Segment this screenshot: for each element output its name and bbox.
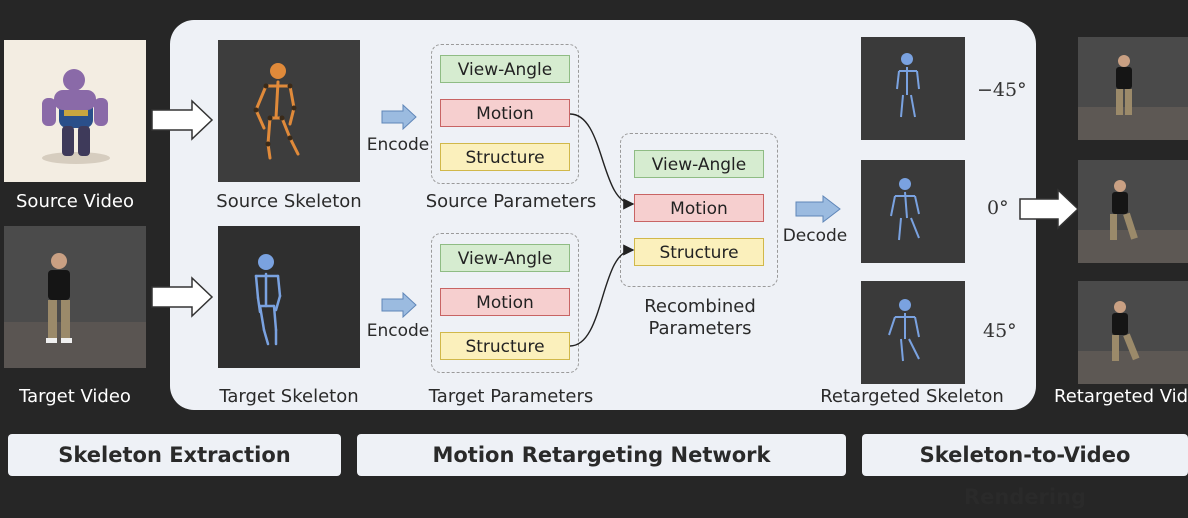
source-parameters-label: Source Parameters [425,191,597,212]
source-parameters-group: View-Angle Motion Structure [431,44,579,184]
structure-connector [569,244,635,347]
source-skeleton-image [218,40,360,182]
recombined-parameters-group: View-Angle Motion Structure [620,133,778,287]
recombined-motion-param: Motion [634,194,764,222]
retargeted-skeleton-figure-3 [888,299,920,362]
target-parameters-label: Target Parameters [428,386,594,407]
target-video-label: Target Video [19,386,131,407]
motion-connector [569,113,635,210]
target-skeleton-image [218,226,360,368]
retargeted-video-label: Retargeted Video [1054,386,1188,407]
source-skeleton-label: Source Skeleton [216,191,362,212]
retargeted-video-frame-2 [1078,160,1188,263]
target-person-image [4,226,146,368]
retargeted-skeleton-figure-2 [890,178,920,241]
target-view-angle-param: View-Angle [440,244,570,272]
retargeted-skeleton-label: Retargeted Skeleton [820,386,1004,407]
source-video-thumbnail [4,40,146,182]
target-parameters-group: View-Angle Motion Structure [431,233,579,373]
target-video-thumbnail [4,226,146,368]
encode-label-bottom: Encode [366,321,430,341]
retargeted-person-image-3 [1078,301,1188,384]
angle-label-45: 45° [983,320,1017,342]
angle-label-0: 0° [987,197,1009,219]
source-view-angle-param: View-Angle [440,55,570,83]
source-video-label: Source Video [16,191,134,212]
encode-arrow-top-icon [381,104,417,130]
target-structure-param: Structure [440,332,570,360]
encode-arrow-bottom-icon [381,292,417,318]
retargeted-video-frame-3 [1078,281,1188,384]
stage-motion-retargeting-network: Motion Retargeting Network [357,434,846,476]
recombined-parameters-label-line1: Recombined [644,296,756,317]
decode-label: Decode [782,226,848,246]
retargeted-skeleton-45 [861,281,965,384]
source-character-image [42,69,110,164]
retargeted-person-image-2 [1078,180,1188,263]
stage-skeleton-to-video-rendering: Skeleton-to-Video Rendering [862,434,1188,509]
source-to-skeleton-arrow-icon [151,99,214,141]
recombined-view-angle-param: View-Angle [634,150,764,178]
source-motion-param: Motion [440,99,570,127]
recombined-structure-param: Structure [634,238,764,266]
retargeted-person-image-1 [1078,55,1188,140]
target-to-skeleton-arrow-icon [151,276,214,318]
skeleton-to-video-arrow-icon [1019,188,1080,230]
decode-arrow-icon [795,195,841,223]
parameter-connectors [569,113,635,347]
target-skeleton-label: Target Skeleton [219,386,359,407]
angle-label-minus45: −45° [977,79,1027,101]
source-skeleton-figure [253,63,300,160]
stage-skeleton-extraction: Skeleton Extraction [8,434,341,476]
retargeted-skeleton-figure-1 [896,53,920,118]
retargeted-skeleton-0 [861,160,965,263]
encode-label-top: Encode [366,135,430,155]
retargeted-video-frame-1 [1078,37,1188,140]
retargeted-skeleton-minus45 [861,37,965,140]
source-structure-param: Structure [440,143,570,171]
recombined-parameters-label-line2: Parameters [648,318,752,339]
target-motion-param: Motion [440,288,570,316]
target-skeleton-figure [254,254,282,346]
